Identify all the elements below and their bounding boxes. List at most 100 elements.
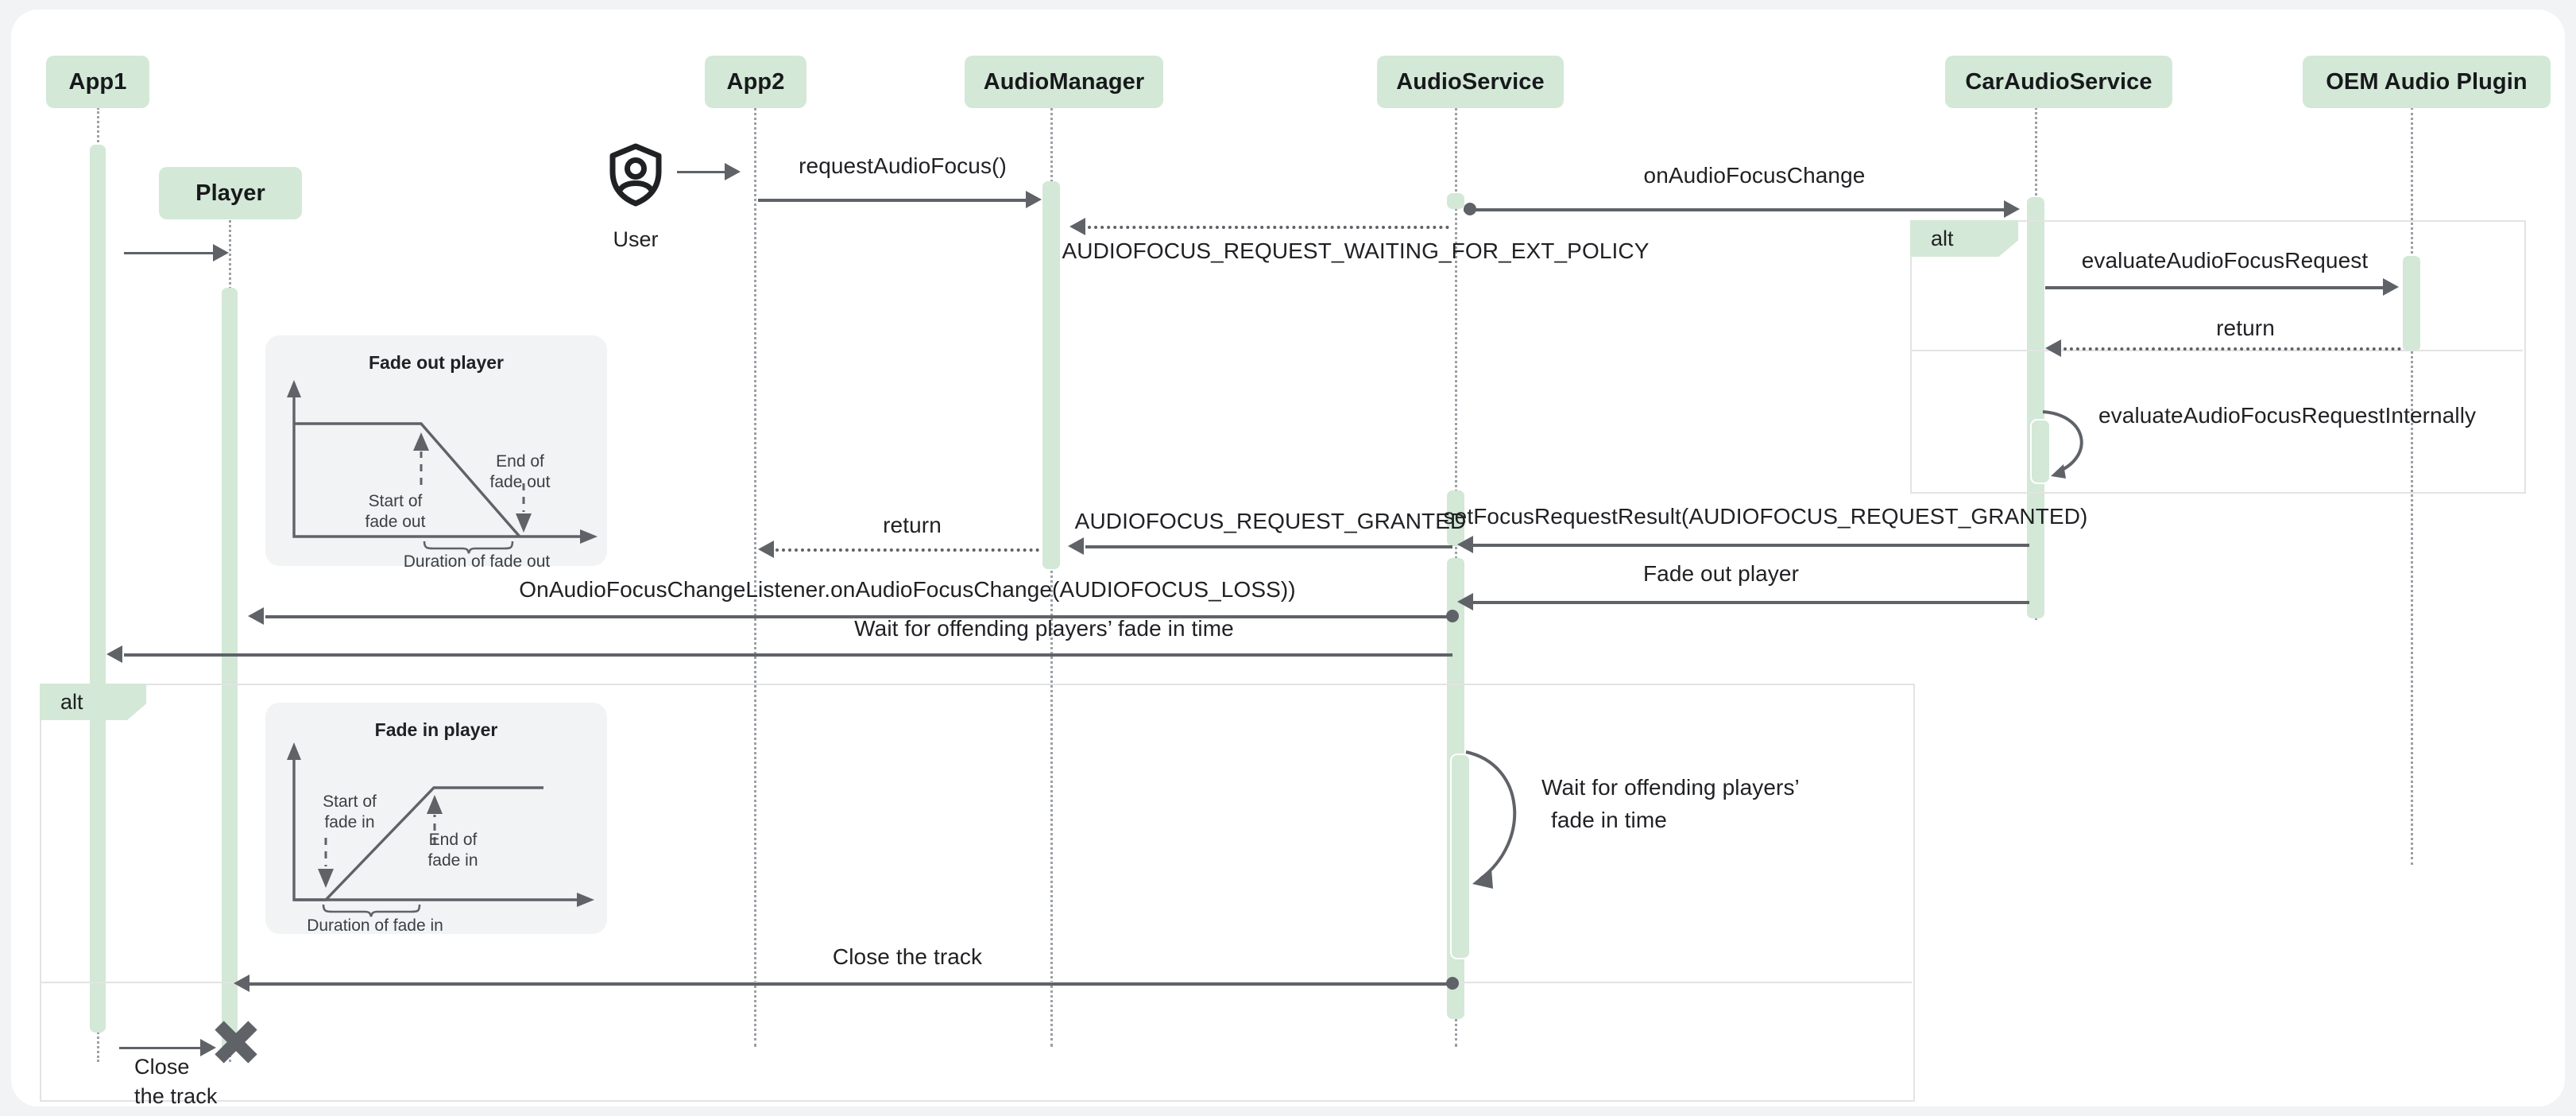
note-fade-out-end-line1: End of: [496, 452, 544, 471]
message-origin-dot-fade-in-player: [1446, 977, 1459, 990]
activation-player: [222, 288, 238, 1051]
note-fade-out-start-line1: Start of: [368, 492, 423, 510]
message-line-fade-out-player: [265, 615, 1451, 618]
message-arrow-request-granted: [1068, 537, 1084, 555]
note-fade-in-end-label: End of fade in: [402, 830, 504, 870]
note-fade-in-start-line1: Start of: [323, 792, 377, 811]
note-fade-in-player: Fade in player Start of fade in: [265, 703, 607, 935]
message-line-setFocusRequestResult: [1473, 544, 2029, 547]
lifeline-app2: [754, 107, 756, 1047]
destroy-x-icon: [211, 1017, 261, 1067]
note-fade-in-duration-label: Duration of fade in: [307, 916, 443, 935]
message-line-onAudioFocusChangeListener: [124, 653, 1452, 657]
note-fade-out-end-label: End of fade out: [470, 451, 570, 492]
message-line-waiting-for-ext-policy: [1088, 226, 1449, 229]
message-arrow-dispatchAudioFocusChange: [1457, 593, 1473, 610]
self-message-arc-caraudioservice: [2040, 407, 2127, 479]
participant-player-label: Player: [195, 180, 265, 206]
note-fade-in-title: Fade in player: [374, 719, 498, 740]
message-label-fade-out-player: OnAudioFocusChangeListener.onAudioFocusC…: [519, 577, 1296, 602]
alt-fragment-lower: [40, 684, 1915, 1102]
message-label-return-app2: return: [883, 513, 942, 537]
message-line-dispatchAudioFocusChange: [1473, 601, 2029, 604]
message-label-request-granted: AUDIOFOCUS_REQUEST_GRANTED: [1074, 509, 1467, 533]
user-shield-icon: [608, 143, 663, 207]
participant-audiomanager-label: AudioManager: [983, 68, 1145, 95]
message-origin-dot-fade-out-player: [1446, 610, 1459, 622]
alt-fragment-lower-tag: alt: [40, 684, 146, 720]
alt-fragment-upper-tag: alt: [1910, 220, 2018, 257]
user-actor-label: User: [613, 227, 659, 251]
message-line-onAudioFocusChange: [1464, 208, 2005, 211]
message-label-close-line2: the track: [134, 1084, 218, 1108]
participant-caraudioservice-label: CarAudioService: [1965, 68, 2152, 95]
participant-app2[interactable]: App2: [705, 56, 806, 108]
message-arrow-waiting-for-ext-policy: [1069, 218, 1085, 235]
activation-audioservice-1: [1447, 193, 1464, 209]
message-origin-dot-onAudioFocusChange: [1464, 203, 1476, 215]
participant-oemplugin-label: OEM Audio Plugin: [2326, 68, 2528, 95]
message-arrow-evaluateAudioFocusRequest: [2383, 278, 2399, 296]
message-line-request-granted: [1085, 545, 1452, 548]
diagram-sheet: App1 Player App2 AudioManager AudioServi…: [11, 10, 2565, 1108]
message-line-fade-in-player: [249, 982, 1451, 986]
activation-caraudioservice: [2027, 197, 2044, 618]
alt-fragment-upper-divider: [1910, 350, 2523, 351]
activation-audiomanager: [1042, 181, 1060, 569]
participant-player[interactable]: Player: [159, 167, 302, 219]
message-arrow-fade-in-player: [234, 975, 249, 992]
message-arrow-return-app2: [758, 541, 774, 558]
message-line-return-oem: [2064, 347, 2401, 351]
message-label-onAudioFocusChange: onAudioFocusChange: [1643, 163, 1866, 188]
message-arrow-setFocusRequestResult: [1457, 536, 1473, 553]
activation-caraudioservice-nested: [2032, 420, 2049, 482]
message-line-app1-to-player: [124, 252, 215, 254]
message-label-onAudioFocusChangeListener: Wait for offending players’ fade in time: [854, 616, 1234, 641]
fade-in-chart: [287, 742, 594, 917]
message-label-waiting-for-ext-policy: AUDIOFOCUS_REQUEST_WAITING_FOR_EXT_POLIC…: [1062, 238, 1650, 263]
message-label-evaluateAudioFocusRequestInternally: evaluateAudioFocusRequestInternally: [2098, 403, 2477, 428]
participant-audiomanager[interactable]: AudioManager: [965, 56, 1163, 108]
message-line-user-to-app2: [677, 171, 726, 173]
participant-audioservice-label: AudioService: [1396, 68, 1545, 95]
activation-audioservice-nested: [1452, 755, 1469, 958]
lifeline-audiomanager: [1050, 107, 1053, 1047]
note-fade-in-start-label: Start of fade in: [299, 792, 400, 832]
note-fade-out-start-label: Start of fade out: [342, 491, 449, 532]
note-fade-in-start-line2: fade in: [324, 812, 375, 831]
message-label-dispatchAudioFocusChange: Fade out player: [1642, 561, 1800, 586]
message-label-return-oem: return: [2216, 316, 2275, 340]
note-fade-out-end-line2: fade out: [489, 472, 551, 491]
fade-out-chart: [287, 380, 598, 554]
participant-oemplugin[interactable]: OEM Audio Plugin: [2303, 56, 2551, 108]
note-fade-out-title: Fade out player: [369, 352, 504, 373]
message-label-requestAudioFocus: requestAudioFocus(): [799, 153, 1007, 178]
message-label-setFocusRequestResult: setFocusRequestResult(AUDIOFOCUS_REQUEST…: [1443, 504, 2088, 529]
activation-oemplugin: [2403, 256, 2420, 351]
message-arrow-onAudioFocusChange: [2004, 200, 2020, 218]
participant-app1[interactable]: App1: [46, 56, 149, 108]
message-arrow-fade-out-player: [248, 607, 264, 625]
message-label-fade-in-player: Close the track: [832, 944, 983, 969]
participant-audioservice[interactable]: AudioService: [1377, 56, 1564, 108]
lifeline-oemplugin: [2411, 107, 2413, 865]
note-fade-out-start-line2: fade out: [365, 512, 426, 531]
message-arrow-user-to-app2: [725, 163, 741, 180]
participant-caraudioservice[interactable]: CarAudioService: [1945, 56, 2172, 108]
message-line-requestAudioFocus: [758, 199, 1028, 202]
alt-fragment-lower-label: alt: [60, 689, 83, 714]
activation-audioservice-2: [1447, 490, 1464, 546]
self-message-arc-audioservice: [1463, 747, 1566, 898]
note-fade-out-player: Fade out player Start of fade out: [265, 335, 607, 571]
message-arrow-app1-to-player: [213, 244, 229, 262]
message-label-wait-line1: Wait for offending players’: [1541, 775, 1800, 800]
message-arrow-onAudioFocusChangeListener: [106, 645, 122, 663]
message-arrow-requestAudioFocus: [1026, 191, 1042, 208]
message-label-wait-line2: fade in time: [1551, 808, 1667, 832]
alt-fragment-upper-label: alt: [1931, 226, 1954, 250]
message-label-close-line1: Close: [134, 1055, 190, 1079]
message-arrow-close-the-track: [200, 1039, 216, 1056]
participant-app2-label: App2: [726, 68, 785, 95]
message-label-evaluateAudioFocusRequest: evaluateAudioFocusRequest: [2081, 248, 2369, 273]
